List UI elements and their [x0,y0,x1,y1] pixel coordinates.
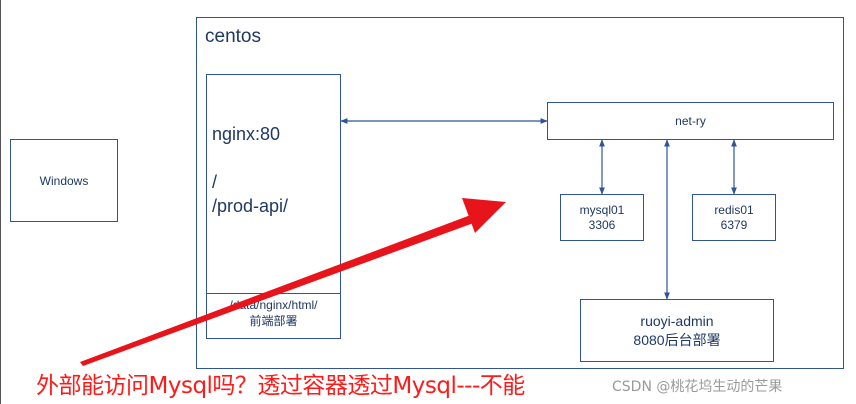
redis01-port: 6379 [720,217,748,232]
mysql01-container-box: mysql01 3306 [560,194,644,241]
mysql01-name: mysql01 [579,202,625,217]
windows-box: Windows [10,139,118,222]
annotation-text: 外部能访问Mysql吗？透过容器透过Mysql---不能 [36,373,525,399]
nginx-text: nginx:80 / /prod-api/ [212,122,288,218]
redis01-name: redis01 [714,202,754,217]
red-arrow [80,198,506,366]
nginx-api-path: /prod-api/ [212,196,289,216]
net-ry-label: net-ry [675,114,706,128]
ruoyi-admin-name: ruoyi-admin [640,312,714,329]
centos-label: centos [205,26,261,47]
left-edge-line [0,0,1,404]
nginx-container-box: nginx:80 / /prod-api/ /data/nginx/html/ … [206,74,341,339]
mysql01-port: 3306 [588,217,616,232]
nginx-html-caption: 前端部署 [249,314,298,328]
nginx-root-path: / [212,172,218,192]
ruoyi-admin-container-box: ruoyi-admin 8080后台部署 [580,299,774,362]
nginx-port-label: nginx:80 [212,124,281,144]
net-ry-network-box: net-ry [547,102,834,140]
windows-label: Windows [39,173,89,188]
csdn-watermark: CSDN @桃花坞生动的芒果 [612,379,783,395]
ruoyi-admin-caption: 8080后台部署 [633,331,721,348]
